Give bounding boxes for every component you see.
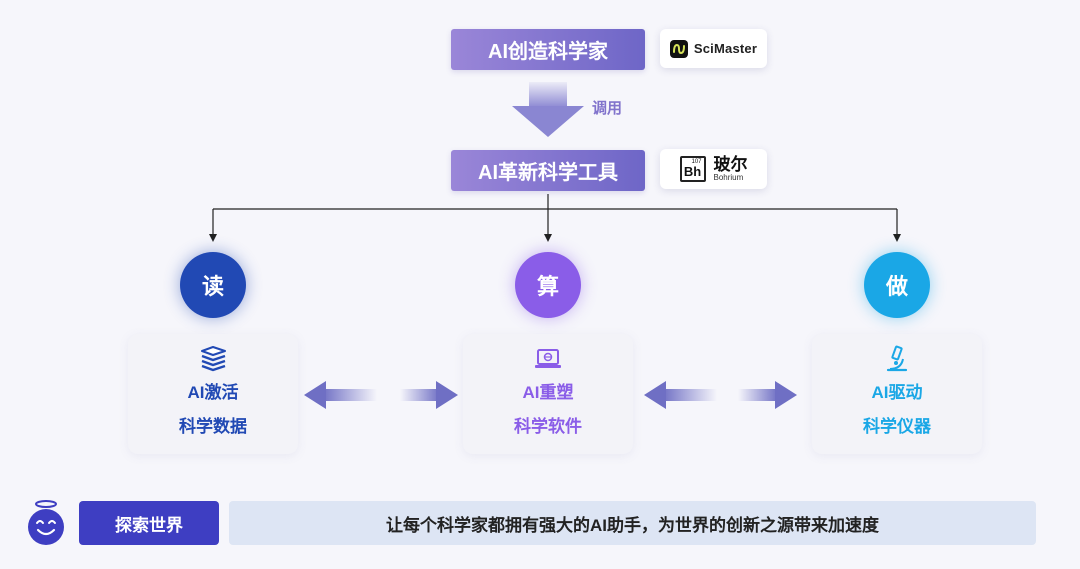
bohrium-element-icon: 107 Bh [679, 156, 706, 182]
do-circle-char: 做 [885, 274, 908, 299]
do-card-line1: AI驱动 [871, 383, 923, 402]
slogan-bar: 让每个科学家都拥有强大的AI助手，为世界的创新之源带来加速度 [229, 501, 1036, 545]
read-card-line2: 科学数据 [179, 417, 247, 436]
call-label: 调用 [592, 100, 623, 117]
scimaster-mark-icon [669, 39, 688, 58]
compute-card: AI重塑 科学软件 [463, 334, 633, 454]
ai-creates-scientist-pill: AI创造科学家 [451, 29, 645, 70]
bohrium-number: 107 [691, 159, 702, 165]
explore-world-badge: 探索世界 [79, 501, 219, 545]
laptop-icon [533, 346, 563, 372]
slogan-text: 让每个科学家都拥有强大的AI助手，为世界的创新之源带来加速度 [386, 515, 879, 535]
scimaster-logo: SciMaster [660, 29, 767, 68]
double-arrow-right [644, 381, 797, 409]
compute-circle-char: 算 [536, 274, 559, 299]
ai-creates-scientist-label: AI创造科学家 [488, 41, 608, 63]
ai-science-tools-label: AI革新科学工具 [478, 162, 618, 184]
read-card-line1: AI激活 [187, 383, 239, 402]
do-card: AI驱动 科学仪器 [812, 334, 982, 454]
do-card-line2: 科学仪器 [863, 417, 931, 436]
smiley-mascot-icon [25, 498, 67, 548]
arrowhead-compute [544, 234, 552, 242]
read-circle-char: 读 [201, 274, 224, 299]
tree-connector [212, 194, 898, 236]
ai-science-tools-pill: AI革新科学工具 [451, 150, 645, 191]
book-stack-icon [198, 346, 228, 372]
compute-card-line1: AI重塑 [522, 383, 574, 402]
compute-circle: 算 [515, 252, 581, 318]
do-circle: 做 [864, 252, 930, 318]
double-arrow-left [304, 381, 458, 409]
compute-card-line2: 科学软件 [514, 417, 582, 436]
bohrium-en-name: Bohrium [713, 173, 744, 182]
arrowhead-read [209, 234, 217, 242]
arrowhead-do [893, 234, 901, 242]
bohrium-logo: 107 Bh 玻尔 Bohrium [660, 149, 767, 189]
microscope-icon [883, 345, 911, 372]
scimaster-logo-text: SciMaster [693, 41, 758, 56]
call-down-arrow [512, 82, 584, 137]
bohrium-cn-name: 玻尔 [713, 155, 748, 174]
bohrium-symbol: Bh [683, 164, 702, 179]
read-card: AI激活 科学数据 [128, 334, 298, 454]
explore-world-label: 探索世界 [115, 515, 183, 535]
read-circle: 读 [180, 252, 246, 318]
